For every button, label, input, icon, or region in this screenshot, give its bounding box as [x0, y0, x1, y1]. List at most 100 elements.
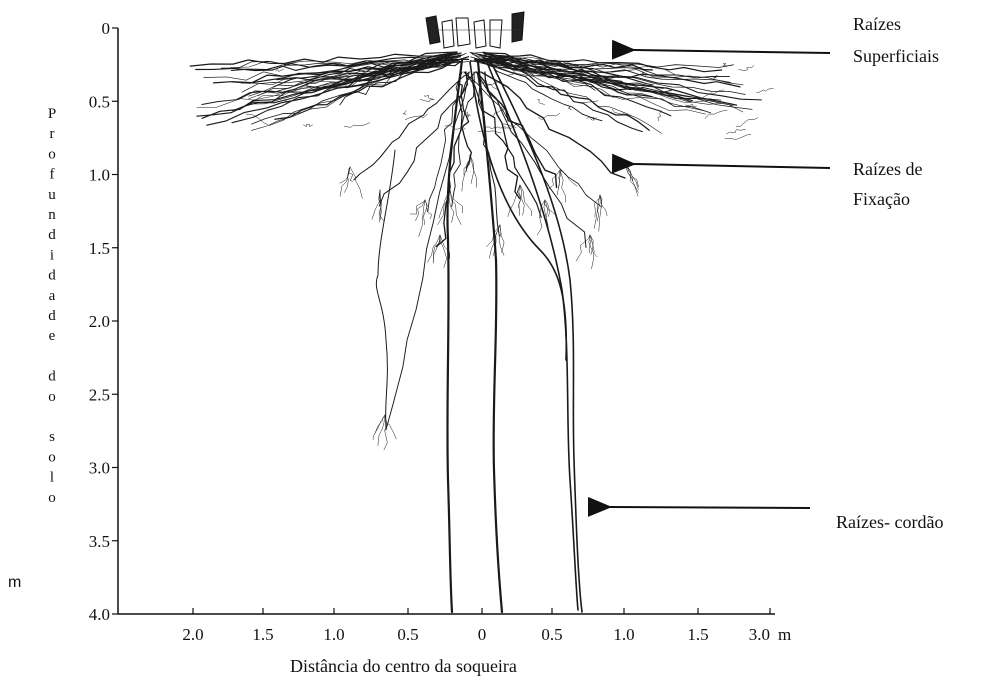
y-axis-title: Profundidadedosolo — [48, 106, 56, 506]
callout-superficial: Raízes Superficiais — [632, 14, 939, 66]
callout-fixation: Raízes de Fixação — [632, 159, 922, 209]
fixation-root — [386, 72, 469, 430]
y-axis-title-letter: r — [50, 126, 55, 142]
x-tick-label: 1.5 — [687, 625, 708, 644]
y-axis-title-letter: n — [48, 207, 56, 223]
superficial-rootlet — [303, 124, 312, 127]
superficial-rootlet — [478, 131, 501, 133]
callout-cord: Raízes- cordão — [608, 507, 943, 532]
y-tick-label: 2.5 — [89, 385, 110, 404]
fixation-rootlet — [520, 185, 532, 216]
fixation-rootlet — [410, 200, 425, 214]
superficial-rootlet — [658, 110, 662, 121]
callout-fixation-line-2: Fixação — [853, 189, 910, 209]
y-axis-title-letter: d — [48, 369, 56, 385]
cord-root — [470, 62, 566, 360]
x-axis-tick-labels: 2.0 1.5 1.0 0.5 0 0.5 1.0 1.5 3.0 — [182, 625, 770, 644]
callout-cord-line-1: Raízes- cordão — [836, 512, 943, 532]
y-tick-label: 3.0 — [89, 459, 110, 478]
superficial-rootlet — [467, 114, 470, 117]
fixation-rootlet — [625, 165, 638, 193]
y-axis-title-letter: d — [48, 227, 56, 243]
x-tick-label: 1.5 — [252, 625, 273, 644]
y-axis: 00.51.01.52.02.53.03.54.0 Profundidadedo… — [8, 19, 118, 624]
y-axis-title-letter: l — [50, 470, 54, 486]
fixation-rootlet — [450, 190, 461, 225]
cord-root — [478, 62, 502, 612]
y-tick-label: 3.5 — [89, 532, 110, 551]
superficial-rootlet — [705, 110, 727, 119]
superficial-rootlet — [403, 111, 407, 115]
x-axis-title: Distância do centro da soqueira — [290, 656, 517, 676]
fixation-rootlet — [450, 190, 463, 213]
y-axis-title-letter: d — [48, 308, 56, 324]
y-axis-title-letter: o — [48, 146, 56, 162]
x-tick-label: 0 — [478, 625, 487, 644]
superficial-rootlet — [344, 123, 370, 128]
superficial-rootlet — [723, 63, 726, 66]
superficial-rootlet — [276, 69, 284, 72]
x-tick-label: 1.0 — [323, 625, 344, 644]
superficial-rootlet — [727, 129, 746, 134]
fixation-rootlet — [464, 155, 470, 176]
y-axis-title-letter: u — [48, 187, 56, 203]
superficial-rootlet — [725, 134, 751, 139]
x-tick-label: 2.0 — [182, 625, 203, 644]
fixation-rootlet — [576, 235, 590, 261]
superficial-rootlet — [421, 99, 435, 101]
y-axis-title-letter: o — [48, 449, 56, 465]
x-tick-label: 0.5 — [397, 625, 418, 644]
y-axis-title-letter: o — [48, 490, 56, 506]
y-tick-label: 0.5 — [89, 92, 110, 111]
stalk-stubs — [426, 12, 524, 48]
fixation-rootlet — [600, 195, 607, 216]
fixation-root — [376, 150, 395, 428]
cord-root — [447, 60, 462, 612]
arrow-fixation — [632, 164, 830, 168]
fixation-roots-illustration — [340, 72, 639, 450]
arrow-cord — [608, 507, 810, 508]
y-axis-title-letter: d — [48, 268, 56, 284]
y-tick-label: 4.0 — [89, 605, 110, 624]
callout-fixation-line-1: Raízes de — [853, 159, 922, 179]
y-tick-label: 1.5 — [89, 239, 110, 258]
y-tick-label: 0 — [102, 19, 111, 38]
fixation-rootlet — [560, 170, 565, 202]
y-tick-label: 2.0 — [89, 312, 110, 331]
callout-superficial-line-1: Raízes — [853, 14, 901, 34]
superficial-rootlet — [424, 95, 433, 99]
y-axis-title-letter: a — [49, 288, 56, 304]
x-axis-ticks — [193, 608, 770, 614]
y-axis-title-letter: s — [49, 429, 55, 445]
fixation-root — [354, 72, 470, 180]
y-axis-title-letter: f — [50, 167, 55, 183]
fixation-rootlet — [470, 155, 476, 187]
superficial-rootlet — [538, 99, 545, 105]
y-axis-title-letter: P — [48, 106, 56, 122]
y-tick-label: 1.0 — [89, 166, 110, 185]
y-axis-ticks — [112, 28, 118, 614]
cord-roots-illustration — [447, 60, 582, 612]
arrow-superficial — [632, 50, 830, 53]
y-axis-tick-labels: 0 0.5 1.0 1.5 2.0 2.5 3.0 3.5 4.0 — [89, 19, 110, 624]
superficial-root — [207, 58, 466, 126]
x-tick-label: 3.0 — [749, 625, 770, 644]
y-axis-title-letter: o — [48, 389, 56, 405]
superficial-rootlet — [736, 118, 758, 127]
fixation-rootlet — [378, 415, 385, 446]
fixation-rootlet — [590, 235, 594, 269]
x-axis-unit: m — [778, 625, 791, 644]
x-tick-label: 1.0 — [613, 625, 634, 644]
y-axis-title-letter: e — [49, 328, 56, 344]
superficial-rootlet — [739, 65, 754, 71]
fixation-rootlet — [350, 167, 362, 198]
callout-superficial-line-2: Superficiais — [853, 46, 939, 66]
y-axis-unit: m — [8, 574, 21, 591]
x-tick-label: 0.5 — [541, 625, 562, 644]
fixation-rootlet — [625, 165, 638, 196]
superficial-rootlet — [757, 89, 774, 93]
x-axis: 2.0 1.5 1.0 0.5 0 0.5 1.0 1.5 3.0 m Distância do… — [118, 608, 791, 676]
cord-root — [486, 60, 578, 610]
y-axis-title-letter: i — [50, 247, 54, 263]
